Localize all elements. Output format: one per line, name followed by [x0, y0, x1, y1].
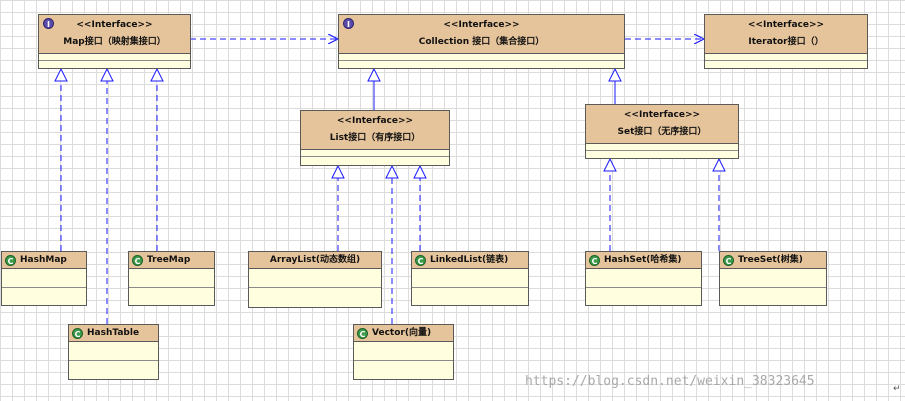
- hashtable-class-name: HashTable: [87, 328, 140, 338]
- hashmap-class-box[interactable]: C HashMap: [1, 251, 87, 306]
- arraylist-class-header: ArrayList(动态数组): [249, 252, 381, 269]
- set-interface-box[interactable]: <<Interface>> Set接口（无序接口）: [585, 104, 739, 159]
- stereotype-label: <<Interface>>: [623, 110, 701, 120]
- linkedlist-class-name: LinkedList(链表): [430, 255, 509, 265]
- iterator-interface-name: Iterator接口（）: [748, 37, 824, 47]
- collection-interface-box[interactable]: I <<Interface>> Collection 接口（集合接口）: [338, 14, 625, 69]
- class-icon: C: [72, 328, 83, 339]
- attributes-compartment: [354, 342, 453, 361]
- stereotype-label: <<Interface>>: [443, 20, 520, 30]
- set-interface-header: <<Interface>> Set接口（无序接口）: [586, 105, 738, 144]
- attributes-compartment: [249, 269, 381, 288]
- map-interface-name: Map接口（映射集接口）: [63, 37, 166, 47]
- map-interface-box[interactable]: I <<Interface>> Map接口（映射集接口）: [38, 14, 191, 69]
- return-arrow-icon: ↵: [893, 384, 901, 394]
- arraylist-class-name: ArrayList(动态数组): [269, 255, 361, 265]
- arraylist-class-box[interactable]: ArrayList(动态数组): [248, 251, 382, 308]
- treemap-class-box[interactable]: C TreeMap: [128, 251, 215, 306]
- stereotype-label: <<Interface>>: [76, 20, 153, 30]
- vector-class-name: Vector(向量): [372, 328, 432, 338]
- source-watermark: https://blog.csdn.net/weixin_38323645: [525, 374, 815, 389]
- linkedlist-class-header: C LinkedList(链表): [412, 252, 528, 269]
- iterator-interface-header: <<Interface>> Iterator接口（）: [705, 15, 867, 54]
- edge-hashmap-to-map-head: [54, 67, 68, 82]
- treemap-class-header: C TreeMap: [129, 252, 214, 269]
- treemap-class-name: TreeMap: [147, 255, 191, 265]
- set-interface-name: Set接口（无序接口）: [617, 127, 707, 137]
- vector-class-box[interactable]: C Vector(向量): [353, 324, 454, 380]
- class-icon: C: [357, 328, 368, 339]
- operations-compartment: [39, 54, 190, 61]
- edge-list-to-collection-head: [367, 67, 381, 82]
- edge-arraylist-to-list-head: [331, 164, 345, 179]
- edge-set-to-collection-head: [608, 67, 622, 82]
- vector-class-header: C Vector(向量): [354, 325, 453, 342]
- interface-icon: I: [343, 18, 354, 29]
- hashtable-class-header: C HashTable: [69, 325, 158, 342]
- class-icon: C: [723, 255, 734, 266]
- map-interface-header: I <<Interface>> Map接口（映射集接口）: [39, 15, 190, 54]
- hashmap-class-header: C HashMap: [2, 252, 86, 269]
- attributes-compartment: [2, 269, 86, 288]
- edge-treemap-to-map-head: [150, 67, 164, 82]
- edge-hashtable-to-map-head: [100, 67, 114, 82]
- edge-hashset-to-set-head: [603, 157, 617, 172]
- edge-vector-to-list-head: [385, 164, 399, 179]
- iterator-interface-box[interactable]: <<Interface>> Iterator接口（）: [704, 14, 868, 69]
- treeset-class-box[interactable]: C TreeSet(树集): [719, 251, 827, 306]
- list-interface-name: List接口（有序接口）: [329, 133, 421, 143]
- treeset-class-header: C TreeSet(树集): [720, 252, 826, 269]
- collection-interface-name: Collection 接口（集合接口）: [418, 37, 545, 47]
- class-icon: C: [132, 255, 143, 266]
- treeset-class-name: TreeSet(树集): [738, 255, 803, 265]
- hashtable-class-box[interactable]: C HashTable: [68, 324, 159, 380]
- interface-icon: I: [43, 18, 54, 29]
- hashset-class-box[interactable]: C HashSet(哈希集): [585, 251, 702, 306]
- collection-interface-header: I <<Interface>> Collection 接口（集合接口）: [339, 15, 624, 54]
- operations-compartment: [301, 150, 449, 157]
- attributes-compartment: [586, 269, 701, 288]
- edge-linkedlist-to-list-head: [413, 164, 427, 179]
- attributes-compartment: [129, 269, 214, 288]
- attributes-compartment: [69, 342, 158, 361]
- edge-treeset-to-set-head: [712, 157, 726, 172]
- list-interface-header: <<Interface>> List接口（有序接口）: [301, 111, 449, 150]
- hashmap-class-name: HashMap: [20, 255, 67, 265]
- operations-compartment: [586, 144, 738, 151]
- hashset-class-name: HashSet(哈希集): [604, 255, 682, 265]
- attributes-compartment: [412, 269, 528, 288]
- class-icon: C: [5, 255, 16, 266]
- hashset-class-header: C HashSet(哈希集): [586, 252, 701, 269]
- attributes-compartment: [720, 269, 826, 288]
- stereotype-label: <<Interface>>: [747, 20, 825, 30]
- linkedlist-class-box[interactable]: C LinkedList(链表): [411, 251, 529, 306]
- operations-compartment: [339, 54, 624, 61]
- list-interface-box[interactable]: <<Interface>> List接口（有序接口）: [300, 110, 450, 166]
- operations-compartment: [705, 54, 867, 61]
- stereotype-label: <<Interface>>: [336, 116, 414, 126]
- class-icon: C: [415, 255, 426, 266]
- class-icon: C: [589, 255, 600, 266]
